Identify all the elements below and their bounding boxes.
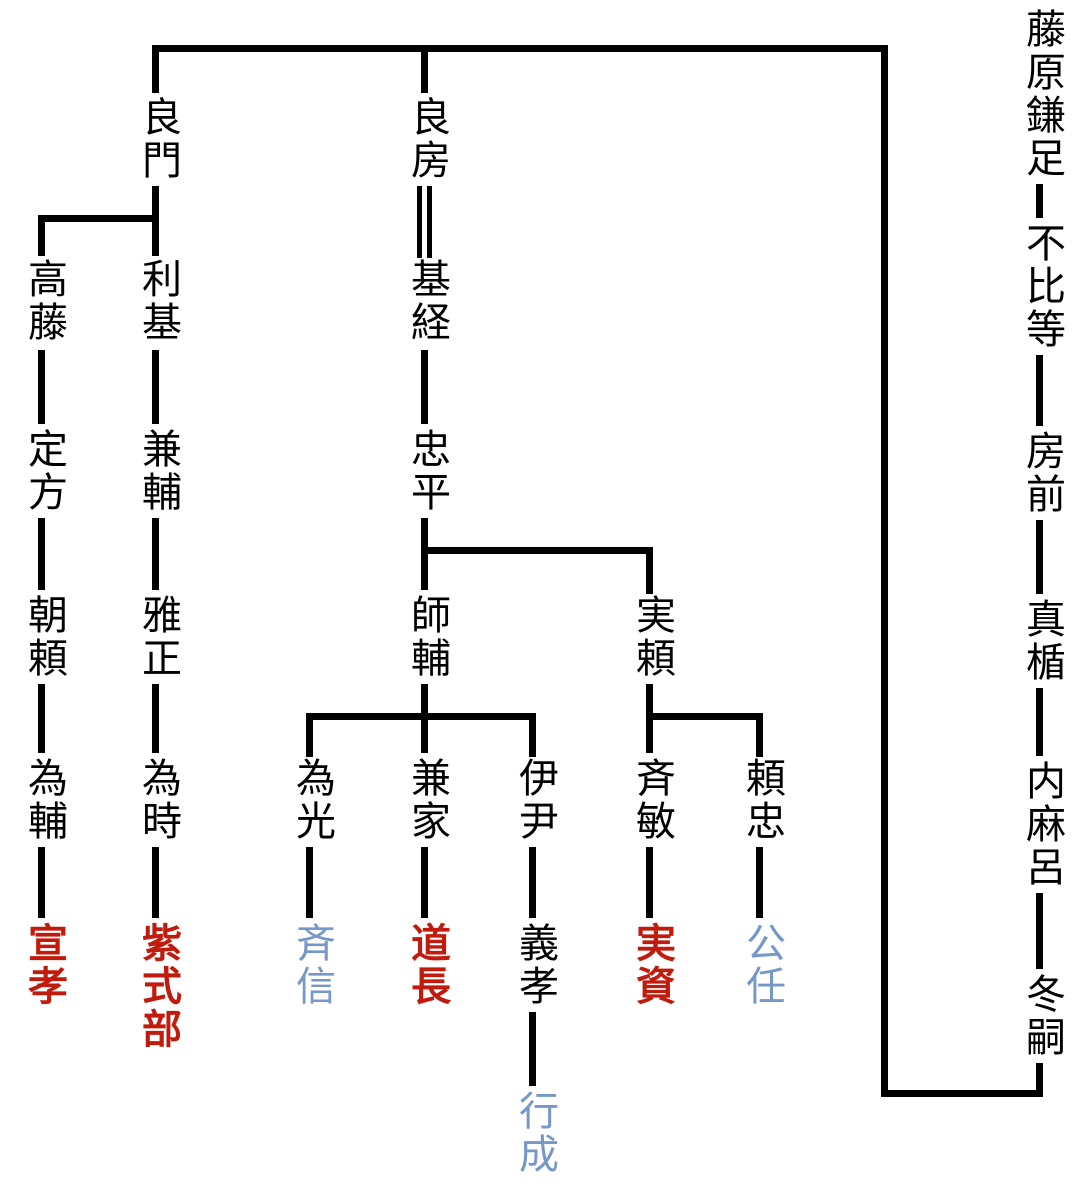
edge-top-horizontal bbox=[152, 45, 888, 52]
node-kanesuke: 兼輔 bbox=[135, 428, 181, 514]
edge-tamemitsu-tadanobu bbox=[306, 847, 313, 918]
node-tametoki: 為時 bbox=[135, 757, 181, 843]
node-tamesuke: 為輔 bbox=[21, 757, 67, 843]
node-asayori: 朝頼 bbox=[21, 594, 67, 680]
edge-tamemitsu-top bbox=[306, 713, 313, 757]
edge-tadahira-branch bbox=[421, 547, 653, 554]
node-kinto: 公任 bbox=[739, 922, 785, 1008]
node-kamatari: 藤原鎌足 bbox=[1019, 8, 1065, 180]
edge-kaneie-michinaga bbox=[421, 847, 428, 918]
node-kaneie: 兼家 bbox=[404, 757, 450, 843]
edge-yoritada-top bbox=[756, 713, 763, 757]
edge-uchimaro-fuyutsugu bbox=[1036, 893, 1043, 969]
edge-toshimoto-kanesuke bbox=[152, 350, 159, 424]
edge-kamatari-fuhito bbox=[1036, 184, 1043, 218]
node-sanetoshi: 斉敏 bbox=[629, 757, 675, 843]
edge-yoshikado-branch bbox=[38, 215, 159, 222]
node-sadakata: 定方 bbox=[21, 428, 67, 514]
edge-fusasaki-matate bbox=[1036, 520, 1043, 594]
edge-saneyori-branch bbox=[646, 713, 763, 720]
edge-drop-yoshikado bbox=[152, 45, 159, 93]
node-murasaki: 紫式部 bbox=[135, 922, 182, 1051]
edge-kanesuke-masatada bbox=[152, 518, 159, 590]
edge-sanetoshi-sanesuke bbox=[646, 847, 653, 918]
edge-right-connector-vertical bbox=[881, 45, 888, 1097]
edge-yoritada-kinto bbox=[756, 847, 763, 918]
node-michinaga: 道長 bbox=[404, 922, 451, 1008]
node-yoshitaka: 義孝 bbox=[512, 922, 558, 1008]
edge-mototsune-tadahira bbox=[421, 350, 428, 424]
node-sanesuke: 実資 bbox=[629, 922, 676, 1008]
node-tadanobu: 斉信 bbox=[289, 922, 335, 1008]
edge-drop-yoshifusa bbox=[421, 45, 428, 93]
edge-yoshifusa-mototsune-double-right bbox=[427, 186, 432, 258]
edge-matate-uchimaro bbox=[1036, 688, 1043, 756]
node-yoshikado: 良門 bbox=[135, 96, 181, 182]
edge-asayori-tamesuke bbox=[38, 684, 45, 753]
node-fuhito: 不比等 bbox=[1019, 222, 1065, 351]
node-yoritada: 頼忠 bbox=[739, 757, 785, 843]
node-yoshifusa: 良房 bbox=[404, 96, 450, 182]
edge-tadahira-down bbox=[421, 518, 428, 590]
node-tadahira: 忠平 bbox=[404, 428, 450, 514]
node-saneyori: 実頼 bbox=[629, 594, 675, 680]
edge-bottom-right-horizontal bbox=[881, 1090, 1043, 1097]
edge-saneyori-top bbox=[646, 547, 653, 594]
edge-tamesuke-nobutaka bbox=[38, 847, 45, 918]
edge-fuhito-fusasaki bbox=[1036, 355, 1043, 426]
edge-fuyutsugu-drop bbox=[1036, 1063, 1043, 1097]
edge-takafuji-sadakata bbox=[38, 350, 45, 424]
edge-tametoki-murasaki bbox=[152, 847, 159, 918]
node-morosuke: 師輔 bbox=[404, 594, 450, 680]
node-mototsune: 基経 bbox=[404, 258, 450, 344]
node-masatada: 雅正 bbox=[135, 594, 181, 680]
node-uchimaro: 内麻呂 bbox=[1019, 760, 1065, 889]
edge-sadakata-asayori bbox=[38, 518, 45, 590]
edge-yoshitaka-yukinari bbox=[529, 1012, 536, 1086]
node-takafuji: 高藤 bbox=[21, 258, 67, 344]
edge-koretada-yoshitaka bbox=[529, 847, 536, 918]
edge-yoshifusa-mototsune-double-left bbox=[417, 186, 422, 258]
node-toshimoto: 利基 bbox=[135, 258, 181, 344]
node-tamemitsu: 為光 bbox=[289, 757, 335, 843]
node-koretada: 伊尹 bbox=[512, 757, 558, 843]
edge-masatada-tametoki bbox=[152, 684, 159, 753]
node-nobutaka: 宣孝 bbox=[21, 922, 68, 1008]
node-yukinari: 行成 bbox=[512, 1090, 558, 1176]
node-matate: 真楯 bbox=[1019, 598, 1065, 684]
edge-morosuke-branch bbox=[306, 713, 536, 720]
edge-takafuji-top bbox=[38, 215, 45, 256]
edge-koretada-top bbox=[529, 713, 536, 757]
node-fusasaki: 房前 bbox=[1019, 430, 1065, 516]
node-fuyutsugu: 冬嗣 bbox=[1019, 973, 1065, 1059]
